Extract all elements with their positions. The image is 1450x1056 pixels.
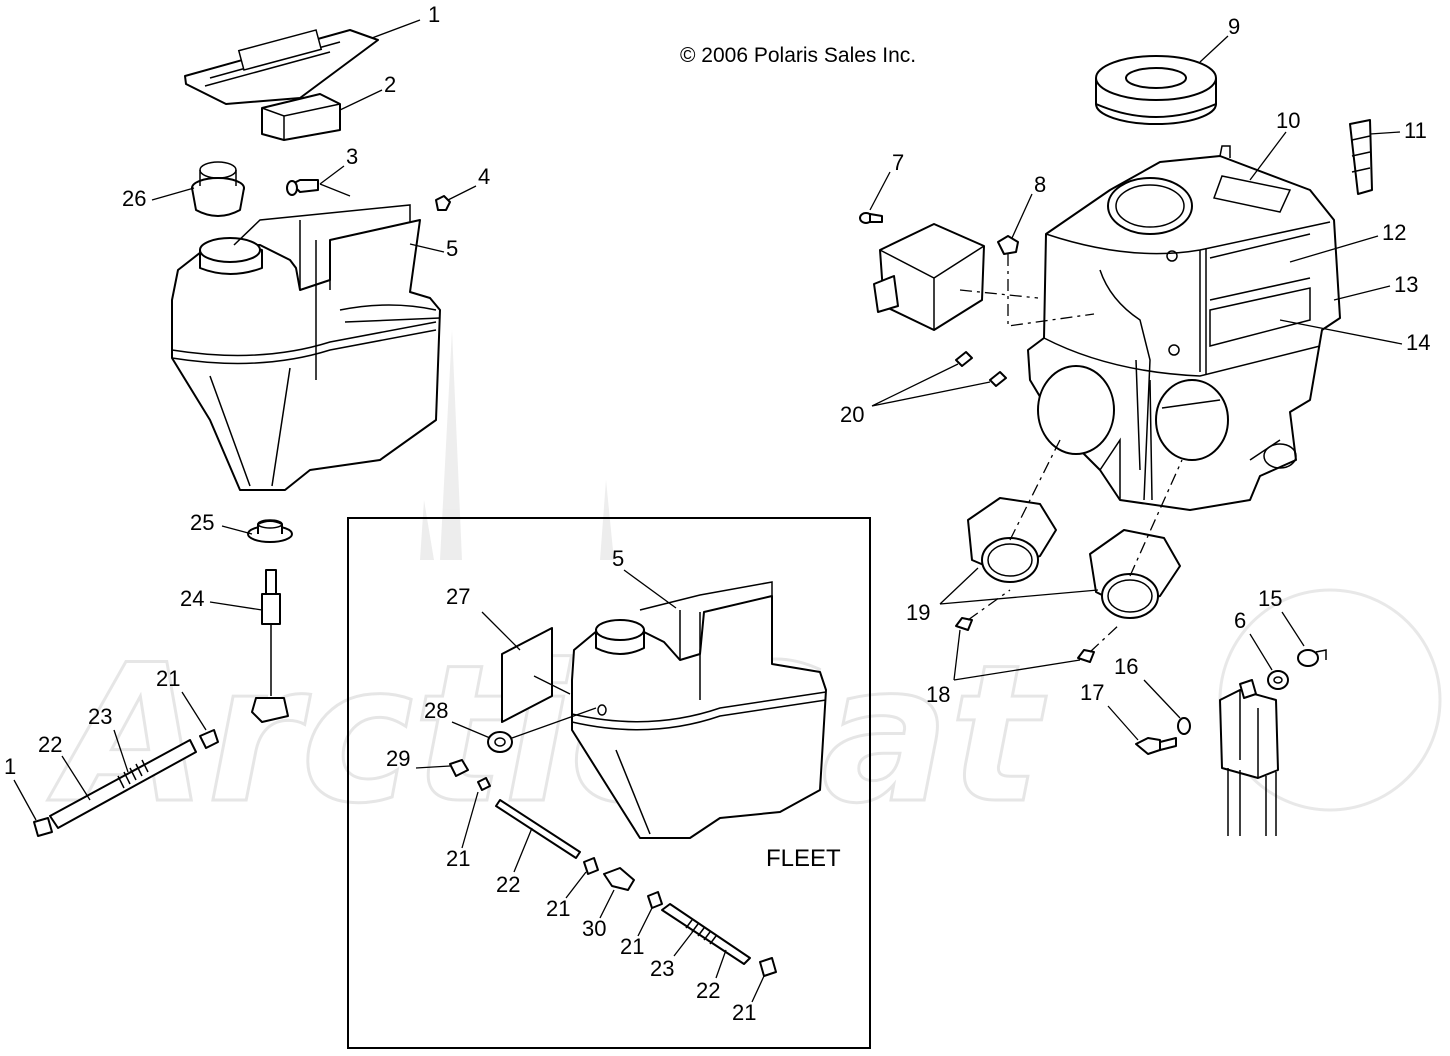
callout-inset-21b: 21 [546, 896, 570, 921]
callout-29: 29 [386, 746, 410, 771]
part-19-boot-right[interactable] [1089, 529, 1181, 619]
callout-1: 1 [428, 2, 440, 27]
callout-5: 5 [446, 236, 458, 261]
assembly-line-screw-right [1089, 623, 1121, 653]
part-6-grommet[interactable] [1267, 670, 1289, 690]
part-7-screw[interactable] [859, 212, 883, 224]
callout-10: 10 [1276, 108, 1300, 133]
part-11-clip[interactable] [1349, 119, 1373, 195]
callout-27: 27 [446, 584, 470, 609]
part-8-nut[interactable] [997, 235, 1019, 255]
callout-12: 12 [1382, 220, 1406, 245]
callout-inset-21a: 21 [446, 846, 470, 871]
part-9-foam-ring[interactable] [1095, 55, 1217, 125]
assembly-line-nut [1007, 254, 1095, 327]
callout-3: 3 [346, 144, 358, 169]
ignition-coil[interactable] [1219, 679, 1279, 836]
part-15-screw[interactable] [1297, 649, 1327, 667]
callout-19: 19 [906, 600, 930, 625]
assembly-line-boot-left [1009, 439, 1061, 541]
callout-25: 25 [190, 510, 214, 535]
callout-inset-22a: 22 [496, 872, 520, 897]
callout-8: 8 [1034, 172, 1046, 197]
callout-18: 18 [926, 682, 950, 707]
part-27-decal[interactable] [501, 627, 553, 723]
callout-30: 30 [582, 916, 606, 941]
callout-4: 4 [478, 164, 490, 189]
cdi-module[interactable] [873, 223, 985, 331]
part-18-screws[interactable] [955, 617, 1095, 663]
callout-inset-22b: 22 [696, 978, 720, 1003]
callout-13: 13 [1394, 272, 1418, 297]
callout-22: 22 [38, 732, 62, 757]
assembly-line-boot-right [1129, 459, 1183, 577]
callout-24: 24 [180, 586, 204, 611]
callout-11: 11 [1404, 118, 1427, 143]
fleet-hose-set[interactable] [477, 777, 777, 977]
callout-15: 15 [1258, 586, 1282, 611]
fleet-label: FLEET [766, 845, 841, 872]
callout-inset-5: 5 [612, 546, 624, 571]
part-19-boot-left[interactable] [967, 497, 1057, 583]
callout-inset-23: 23 [650, 956, 674, 981]
part-20-screws[interactable] [955, 351, 1007, 387]
callout-16: 16 [1114, 654, 1138, 679]
part-28-grommet[interactable] [487, 731, 513, 753]
part-24-sensor[interactable] [251, 569, 289, 723]
callout-14: 14 [1406, 330, 1430, 355]
callout-inset-21c: 21 [620, 934, 644, 959]
callout-9: 9 [1228, 14, 1240, 39]
part-3-bolt[interactable] [286, 179, 319, 196]
part-26-cap[interactable] [191, 161, 245, 217]
part-1-cover[interactable] [184, 29, 379, 105]
callout-21: 21 [156, 666, 180, 691]
callout-1b: 1 [4, 754, 16, 779]
assembly-line-screw-left [967, 589, 1011, 621]
left-hose[interactable] [33, 729, 219, 837]
airbox[interactable] [1027, 145, 1341, 511]
callout-28: 28 [424, 698, 448, 723]
copyright-text: © 2006 Polaris Sales Inc. [680, 44, 916, 67]
callout-2: 2 [384, 72, 396, 97]
callout-23: 23 [88, 704, 112, 729]
oil-tank[interactable] [171, 204, 441, 491]
callout-inset-21d: 21 [732, 1000, 756, 1025]
fleet-oil-tank[interactable] [571, 581, 827, 839]
part-2-block[interactable] [261, 93, 341, 141]
callout-17: 17 [1080, 680, 1104, 705]
part-29-fitting[interactable] [449, 759, 469, 777]
part-25-grommet[interactable] [247, 519, 293, 543]
callout-7: 7 [892, 150, 904, 175]
fleet-inset-frame [347, 517, 871, 1049]
part-16-washer[interactable] [1177, 717, 1191, 735]
part-17-bolt[interactable] [1135, 737, 1177, 755]
callout-26: 26 [122, 186, 146, 211]
part-4-nut[interactable] [435, 195, 451, 211]
callout-6: 6 [1234, 608, 1246, 633]
callout-20: 20 [840, 402, 864, 427]
